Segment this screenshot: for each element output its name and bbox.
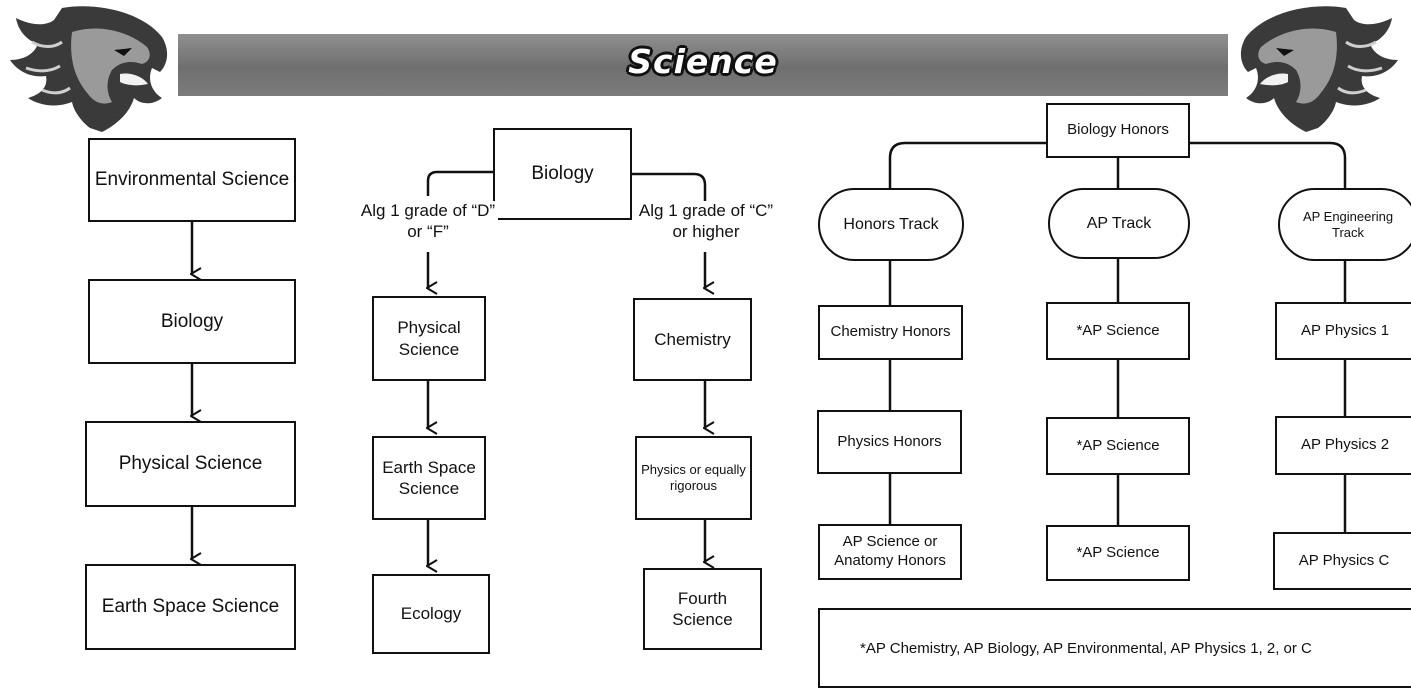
track-ap: AP Track <box>1048 188 1190 259</box>
course-ap-physics-2: AP Physics 2 <box>1275 416 1411 475</box>
header-banner: Science <box>178 34 1228 96</box>
lion-head-icon-right <box>1240 6 1398 133</box>
condition-right: Alg 1 grade of “C” or higher <box>636 201 776 243</box>
page-title: Science <box>628 42 778 81</box>
footnote-text: *AP Chemistry, AP Biology, AP Environmen… <box>860 640 1312 657</box>
course-ap-physics-1: AP Physics 1 <box>1275 302 1411 360</box>
track-honors: Honors Track <box>818 188 964 261</box>
course-biology: Biology <box>88 279 296 364</box>
condition-left: Alg 1 grade of “D” or “F” <box>358 201 498 243</box>
course-ap-science-1: *AP Science <box>1046 302 1190 360</box>
course-earth-space-science-2: Earth Space Science <box>372 436 486 520</box>
course-physical-science-2: Physical Science <box>372 296 486 381</box>
course-physics-or-equally-rigorous: Physics or equally rigorous <box>635 436 752 520</box>
lion-head-icon <box>10 6 168 133</box>
course-ap-physics-c: AP Physics C <box>1273 532 1411 590</box>
course-physics-honors: Physics Honors <box>817 410 962 474</box>
course-fourth-science: Fourth Science <box>643 568 762 650</box>
connector-lines <box>0 141 1347 673</box>
course-environmental-science: Environmental Science <box>88 138 296 222</box>
course-biology-honors: Biology Honors <box>1046 103 1190 158</box>
course-earth-space-science: Earth Space Science <box>85 564 296 650</box>
course-ap-science-3: *AP Science <box>1046 525 1190 581</box>
course-ecology: Ecology <box>372 574 490 654</box>
course-physical-science: Physical Science <box>85 421 296 507</box>
footnote-box: *AP Chemistry, AP Biology, AP Environmen… <box>818 608 1411 688</box>
course-biology-regular: Biology <box>493 128 632 220</box>
course-ap-science-2: *AP Science <box>1046 417 1190 475</box>
track-ap-engineering: AP Engineering Track <box>1278 188 1411 261</box>
course-chemistry: Chemistry <box>633 298 752 381</box>
course-ap-science-or-anatomy-honors: AP Science or Anatomy Honors <box>818 524 962 580</box>
course-chemistry-honors: Chemistry Honors <box>818 305 963 360</box>
